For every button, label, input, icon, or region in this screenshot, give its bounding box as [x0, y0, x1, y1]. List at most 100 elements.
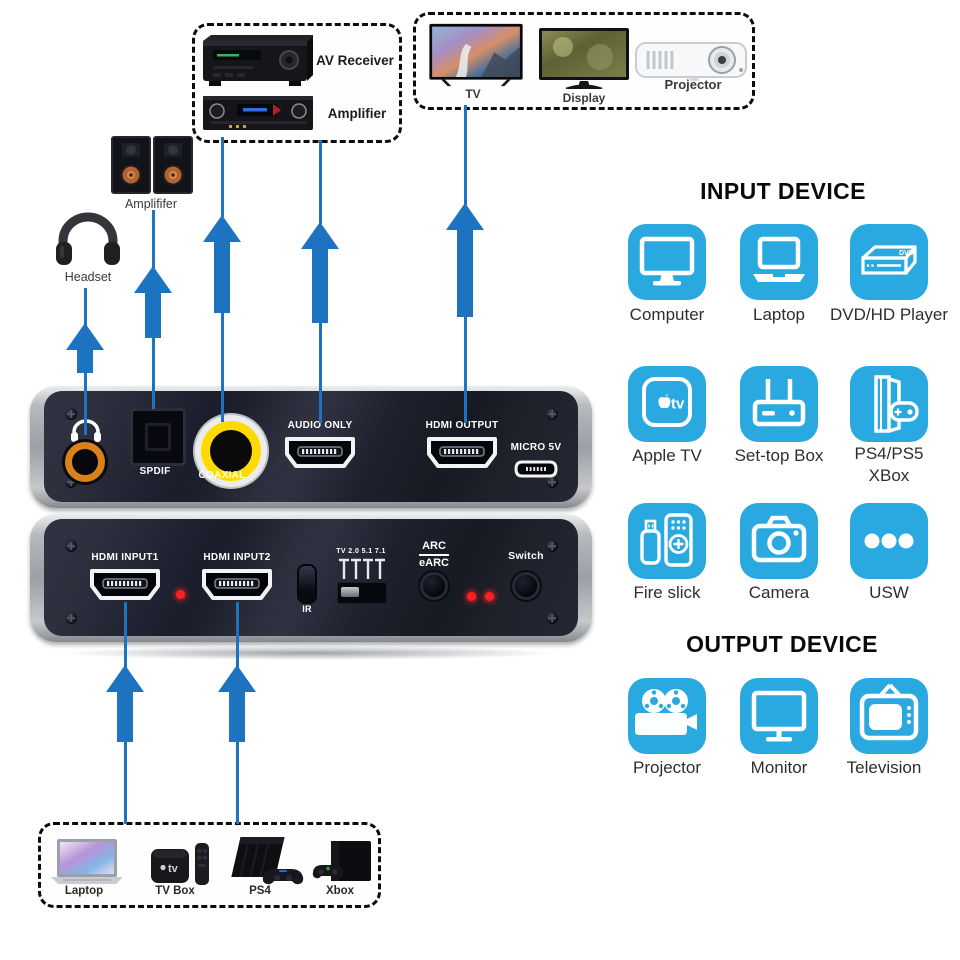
- screw-icon: [546, 408, 558, 420]
- tv-label: TV: [465, 87, 481, 101]
- apple-tv-icon: tv: [628, 366, 706, 442]
- display-label: Display: [562, 91, 606, 105]
- headphone-jack-port[interactable]: [65, 442, 105, 482]
- screw-icon: [65, 408, 77, 420]
- laptop-label: Laptop: [753, 305, 805, 324]
- camera-label: Camera: [748, 583, 810, 602]
- audio-mode-slide-switch[interactable]: [337, 582, 387, 604]
- source-laptop-image: [51, 839, 123, 884]
- line-spdif: [152, 336, 155, 409]
- av-receiver-box: AV Receiver Amplifier: [192, 23, 402, 143]
- speakers-label: Amplififer: [124, 197, 178, 211]
- arrow-to-display-box: [446, 203, 484, 317]
- line-speakers: [152, 210, 155, 268]
- switch-button[interactable]: [512, 572, 540, 600]
- input-device-title: INPUT DEVICE: [700, 178, 866, 204]
- source-tvbox-image: tv: [151, 843, 209, 885]
- line-input1-src: [124, 740, 127, 824]
- svg-text:tv: tv: [671, 396, 685, 413]
- television-icon: [850, 678, 928, 754]
- av-receiver-image: [203, 35, 313, 86]
- source-tvbox-label: TV Box: [155, 885, 195, 897]
- audio-only-label: AUDIO ONLY: [287, 420, 353, 431]
- amplifier-image: [203, 96, 313, 130]
- fire-stick-icon: [628, 503, 706, 579]
- line-input2-src: [236, 740, 239, 824]
- screw-icon: [546, 612, 558, 624]
- hdmi-output-label: HDMI OUTPUT: [425, 420, 499, 431]
- arrow-to-headset: [66, 323, 104, 373]
- spdif-label: SPDIF: [139, 466, 171, 477]
- line-input1: [124, 602, 127, 668]
- status-led-1: [467, 592, 476, 601]
- line-input2: [236, 602, 239, 668]
- device-rear-panel-output: SPDIF COAXIAL AUDIO ONLY HDMI OUTPUT MIC…: [30, 386, 592, 508]
- hdmi-input1-port[interactable]: [88, 568, 162, 602]
- arc-earc-label: ARC eARC: [419, 540, 449, 571]
- arrow-to-av-receiver: [203, 215, 241, 313]
- source-ps4-label: PS4: [249, 885, 271, 897]
- computer-label: Computer: [629, 305, 705, 324]
- monitor-icon: [740, 678, 818, 754]
- xbox-console-label: XBox: [868, 466, 910, 485]
- switch-position-marks: [339, 558, 385, 579]
- panel-shadow: [60, 646, 560, 660]
- game-console-icon: [850, 366, 928, 442]
- micro-usb-port[interactable]: [514, 460, 558, 478]
- line-headset: [84, 288, 87, 326]
- earc-text: eARC: [419, 553, 449, 571]
- hdmi-input2-label: HDMI INPUT2: [203, 552, 271, 563]
- headset-image: [56, 212, 120, 265]
- coaxial-label: COAXIAL: [198, 470, 246, 481]
- coaxial-rca-port[interactable]: [201, 421, 261, 481]
- dvd-player-label: DVD/HD Player: [829, 305, 949, 324]
- dvd-player-icon: DVD: [850, 224, 928, 300]
- tv-modes-label: TV 2.0 5.1 7.1: [336, 548, 386, 555]
- micro-5v-label: MICRO 5V: [510, 442, 562, 453]
- arc-text: ARC: [422, 540, 446, 552]
- ir-label: IR: [302, 604, 312, 614]
- projector-out-label: Projector: [632, 758, 702, 777]
- hdmi-audio-only-port[interactable]: [283, 436, 357, 470]
- amplifier-label: Amplifier: [327, 106, 387, 121]
- line-audio-only: [319, 321, 322, 423]
- arrow-from-source1: [106, 665, 144, 742]
- line-avbox2: [319, 140, 322, 224]
- projector-icon: [628, 678, 706, 754]
- speakers-image: [111, 136, 193, 194]
- switch-label: Switch: [508, 550, 544, 562]
- apple-tv-label: Apple TV: [632, 446, 702, 465]
- spdif-optical-port[interactable]: [130, 408, 186, 466]
- status-led-2: [485, 592, 494, 601]
- camera-icon: [740, 503, 818, 579]
- line-displaybox: [464, 105, 467, 205]
- hdmi-input1-label: HDMI INPUT1: [91, 552, 159, 563]
- headset-label: Headset: [64, 270, 112, 284]
- display-image: [539, 28, 629, 89]
- screw-icon: [546, 540, 558, 552]
- svg-text:DVD: DVD: [899, 250, 914, 257]
- line-headset-jack: [84, 371, 87, 435]
- output-device-title: OUTPUT DEVICE: [686, 631, 878, 657]
- hdmi-output-port[interactable]: [425, 436, 499, 470]
- line-avbox: [221, 137, 224, 217]
- arc-earc-button[interactable]: [420, 572, 448, 600]
- source-xbox-image: [312, 841, 371, 881]
- device-rear-panel-input: HDMI INPUT1 HDMI INPUT2 IR TV 2.0 5.1 7.…: [30, 514, 592, 642]
- display-devices-box: TV Display Projector: [413, 12, 755, 110]
- ir-receiver: [297, 564, 317, 604]
- hdmi-input2-port[interactable]: [200, 568, 274, 602]
- set-top-box-label: Set-top Box: [734, 446, 824, 465]
- tv-image: [429, 23, 523, 87]
- screw-icon: [65, 540, 77, 552]
- source-devices-box: Laptop tv TV Box PS4: [38, 822, 381, 908]
- set-top-box-icon: [740, 366, 818, 442]
- screw-icon: [546, 476, 558, 488]
- line-hdmi-out: [464, 315, 467, 423]
- projector-image: [635, 42, 747, 81]
- ps-console-label: PS4/PS5: [854, 444, 924, 463]
- source-ps4-image: [231, 837, 304, 885]
- source-laptop-label: Laptop: [64, 885, 104, 897]
- arrow-to-amplifier: [301, 222, 339, 323]
